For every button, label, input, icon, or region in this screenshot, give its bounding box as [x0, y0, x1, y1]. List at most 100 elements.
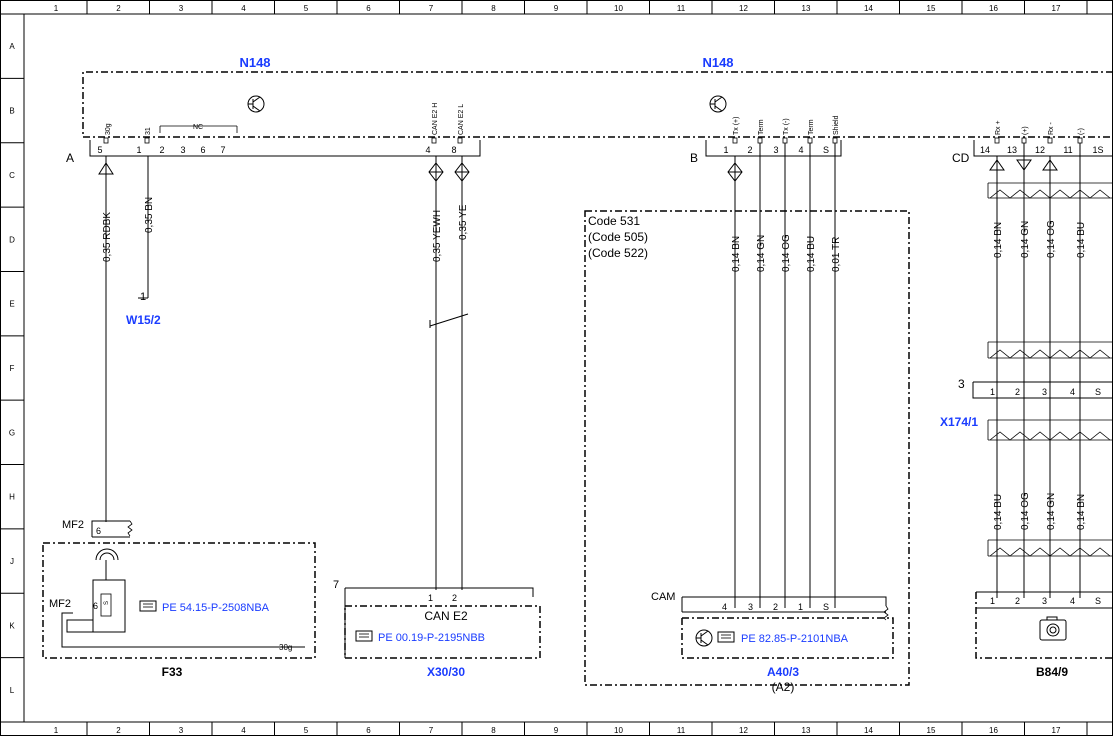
wire-label: 0,14 GN — [1046, 493, 1057, 530]
wire-label: 0,35 YEWH — [432, 210, 443, 262]
wire-label: 0,14 BN — [731, 236, 742, 272]
pin-label: S — [823, 145, 829, 155]
column-number: 12 — [739, 726, 748, 735]
pin-label: 1 — [990, 596, 995, 606]
a40-reference-link[interactable]: PE 82.85-P-2101NBA — [741, 633, 849, 645]
column-number: 1 — [54, 726, 59, 735]
column-number: 5 — [304, 726, 309, 735]
signal-label: Tx (+) — [733, 117, 740, 135]
a40-component: CAM 4 3 2 1 S PE 82.85-P-2101NBA A40/3 (… — [651, 591, 894, 694]
column-number: 6 — [366, 4, 371, 13]
row-letter: C — [9, 171, 15, 180]
column-number: 3 — [179, 4, 184, 13]
connector-cd-label: CD — [952, 151, 970, 165]
can-diamond-icon — [428, 162, 444, 182]
x30-label[interactable]: X30/30 — [427, 665, 465, 679]
pin-label: 4 — [798, 145, 803, 155]
pin-label: 4 — [425, 145, 430, 155]
signal-label: Term — [808, 119, 815, 135]
signal-label: Rx + — [995, 120, 1002, 135]
x30-group-label: 7 — [333, 579, 339, 591]
wire-label: 0,14 BN — [993, 222, 1004, 258]
pin-label: 12 — [1035, 145, 1045, 155]
pin-label: 1S — [1092, 145, 1103, 155]
wire-label: 0,14 BN — [1076, 494, 1087, 530]
pin-label: 1 — [990, 387, 995, 397]
wires-connector-cd — [987, 143, 1113, 598]
column-number: 7 — [429, 726, 434, 735]
pin-label: 4 — [1070, 596, 1075, 606]
row-letter: B — [9, 107, 14, 116]
connector-a-label: A — [66, 151, 74, 165]
wire-label: 0,14 OG — [781, 234, 792, 272]
pin-label: 14 — [980, 145, 990, 155]
a2-label: (A2) — [772, 680, 795, 694]
pin-label: 2 — [773, 602, 778, 612]
signal-label: (+) — [1022, 126, 1029, 135]
row-letter: H — [9, 493, 15, 502]
column-number: 1 — [54, 4, 59, 13]
pin-label: S — [1095, 387, 1101, 397]
pin-label: 13 — [1007, 145, 1017, 155]
signal-label: CAN E2 L — [458, 104, 465, 135]
x30-reference-link[interactable]: PE 00.19-P-2195NBB — [378, 632, 485, 644]
column-number: 6 — [366, 726, 371, 735]
pin-label: 7 — [220, 145, 225, 155]
f33-reference-link[interactable]: PE 54.15-P-2508NBA — [162, 602, 270, 614]
connector-cd: CD 14 13 12 11 1S Rx + (+) Rx - (-) — [952, 120, 1113, 165]
signal-label: 30g — [105, 123, 112, 135]
code-505-label: (Code 505) — [588, 230, 648, 244]
n148-right-title[interactable]: N148 — [702, 55, 733, 70]
x174-link[interactable]: X174/1 — [940, 415, 978, 429]
signal-label: CAN E2 H — [432, 103, 439, 135]
column-number: 16 — [989, 4, 998, 13]
w152-link[interactable]: W15/2 — [126, 313, 161, 327]
x174-group-label: 3 — [958, 377, 965, 391]
pin-label: 1 — [723, 145, 728, 155]
column-number: 8 — [491, 4, 496, 13]
cam-label: CAM — [651, 591, 675, 603]
column-number: 12 — [739, 4, 748, 13]
column-number: 17 — [1052, 726, 1061, 735]
transistor-icon — [247, 95, 265, 113]
reference-icon — [139, 600, 157, 612]
n148-boundary — [82, 71, 1113, 138]
code-522-label: (Code 522) — [588, 246, 648, 260]
b84-component: 1 2 3 4 S B84/9 — [975, 591, 1113, 679]
b84-label[interactable]: B84/9 — [1036, 665, 1068, 679]
a40-label[interactable]: A40/3 — [767, 665, 799, 679]
can-e2-label: CAN E2 — [424, 609, 468, 623]
column-number: 11 — [677, 4, 686, 13]
wire-label: 0,14 BU — [806, 236, 817, 272]
wire-label: 0,14 BU — [993, 494, 1004, 530]
pin-label: 1 — [428, 593, 433, 603]
row-letter: J — [10, 557, 14, 566]
column-number: 14 — [864, 4, 873, 13]
nc-bracket: NC — [159, 124, 238, 133]
w152-pin-label: 1 — [140, 291, 146, 303]
pin-label: 2 — [159, 145, 164, 155]
row-letter: K — [9, 621, 15, 630]
n148-left-title[interactable]: N148 — [239, 55, 270, 70]
s-label: S — [104, 601, 110, 605]
f33-component: MF2 6 S 6 MF2 30g PE 54.15-P-2508NBA F33 — [42, 519, 316, 679]
column-number: 9 — [554, 4, 559, 13]
column-number: 3 — [179, 726, 184, 735]
f33-label[interactable]: F33 — [162, 665, 183, 679]
column-number: 13 — [802, 4, 811, 13]
wire-label: 0,14 OG — [1046, 220, 1057, 258]
can-diamond-icon — [454, 162, 470, 182]
pin-label: 8 — [451, 145, 456, 155]
column-number: 17 — [1052, 4, 1061, 13]
wire-label: 0,14 OG — [1020, 492, 1031, 530]
wire-label: 0,35 BN — [144, 197, 155, 233]
pin-label: 2 — [747, 145, 752, 155]
camera-icon — [1039, 616, 1067, 641]
signal-label: Shield — [833, 115, 840, 135]
column-number: 2 — [116, 4, 121, 13]
mf2-pin-label: 6 — [93, 601, 98, 611]
column-number: 4 — [241, 726, 246, 735]
column-number: 13 — [802, 726, 811, 735]
reference-icon — [717, 631, 735, 643]
column-number: 2 — [116, 726, 121, 735]
